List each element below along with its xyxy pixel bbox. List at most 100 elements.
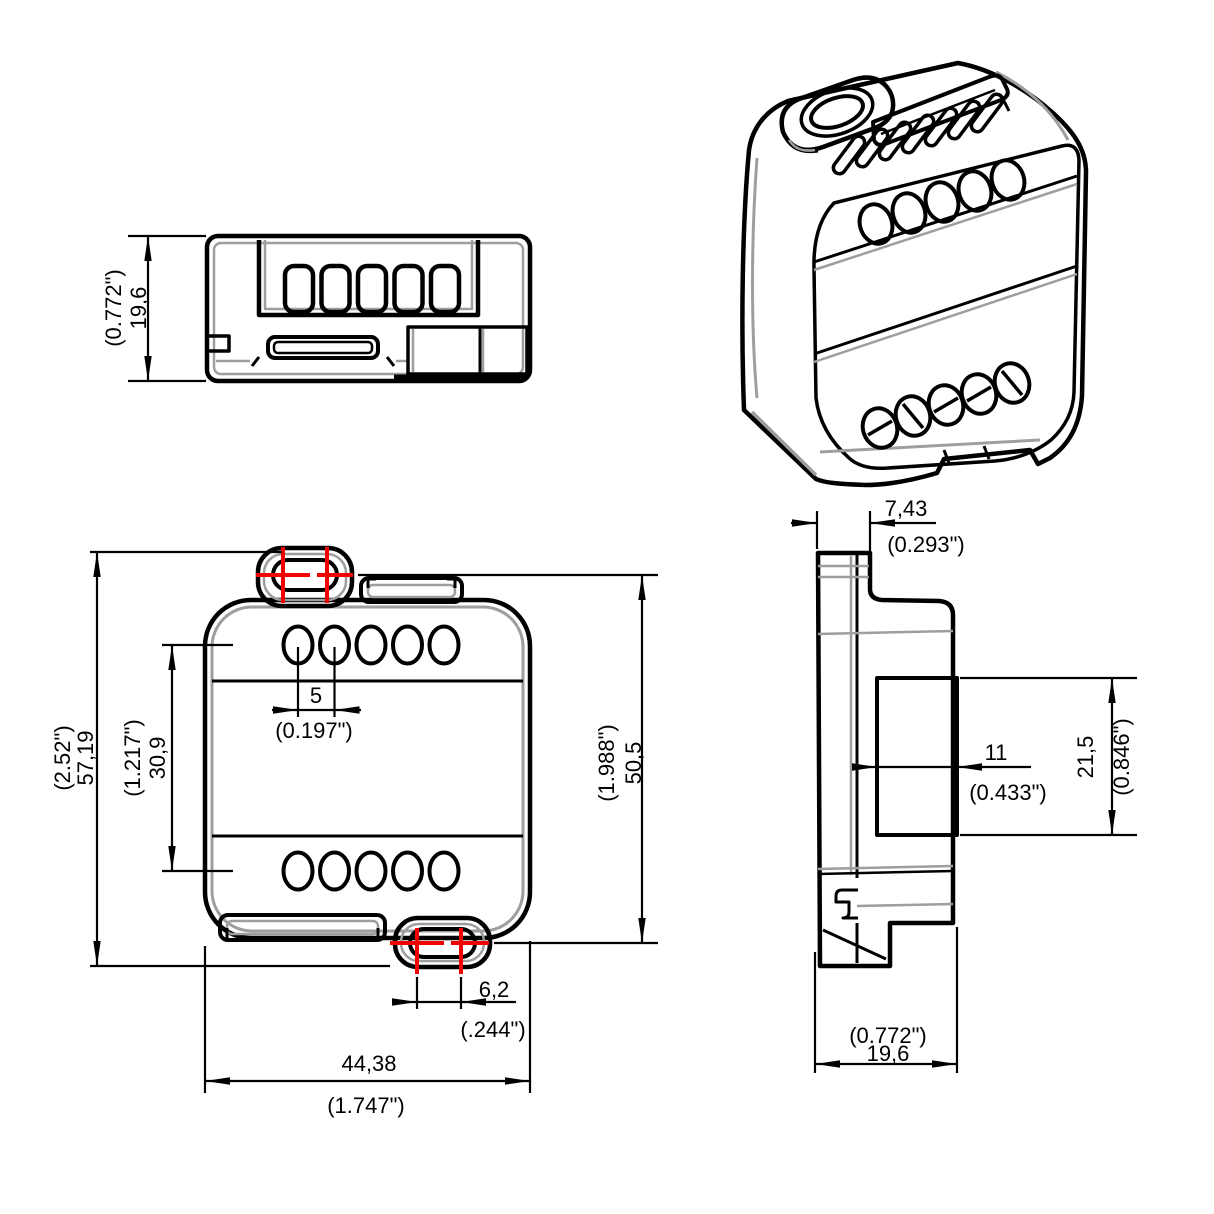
dim-side-tab-depth: 7,43 (0.293")	[791, 496, 965, 594]
terminal-slot	[392, 263, 425, 315]
terminal-slot	[355, 263, 389, 315]
terminal-slot	[428, 263, 462, 315]
wire-hole	[427, 624, 461, 666]
screw-slot	[933, 396, 959, 414]
clip-slot-hole	[809, 94, 865, 130]
side-shadow-line	[856, 902, 954, 908]
wire-hole	[923, 180, 961, 224]
dim-front-overall-height: (2.52") 57,19	[50, 550, 390, 968]
dim-front-overall-width: 44,38 (1.747")	[203, 941, 532, 1118]
vent-slot	[854, 127, 890, 169]
rail-outline	[871, 73, 1010, 147]
dim-side-recess-height-inch: (0.846")	[1109, 718, 1134, 796]
dim-side-tab-depth-inch: (0.293")	[887, 532, 965, 557]
iso-bottom-left-shadow	[750, 410, 818, 477]
screw-slot	[1000, 369, 1024, 397]
recess-tick	[385, 356, 396, 367]
terminal-panel	[256, 240, 481, 318]
bottom-mounting-tab	[390, 915, 493, 974]
dim-top-height-inch: (0.772")	[101, 269, 126, 347]
clip-boss	[799, 86, 875, 138]
iso-mounting-clip	[779, 75, 896, 154]
wire-hole	[354, 624, 388, 666]
side-recess-block	[875, 676, 959, 837]
dim-side-recess-depth-inch: (0.433")	[969, 780, 1047, 805]
dim-front-overall-height-inch: (2.52")	[50, 725, 75, 790]
dim-side-overall-depth-inch: (0.772")	[849, 1023, 927, 1048]
front-wire-holes-bottom	[281, 850, 461, 892]
terminal-panel-shadow	[263, 240, 474, 311]
dim-front-row-spacing-inch: (1.217")	[120, 719, 145, 797]
dim-front-body-height-inch: (1.988")	[594, 724, 619, 802]
top-mounting-tab	[255, 545, 355, 609]
terminal-slot	[282, 263, 316, 315]
tab-outline	[218, 913, 387, 942]
label-recess	[266, 335, 380, 360]
dim-side-recess-depth-mm: 11	[985, 740, 1008, 765]
wire-hole	[427, 850, 461, 892]
front-body-shadow	[210, 605, 525, 933]
dim-side-overall-depth-mm: 19,6	[867, 1041, 910, 1066]
tab-shadow	[225, 919, 380, 936]
dim-side-recess-depth: 11 (0.433")	[852, 740, 1047, 805]
top-view-inner-shadow	[212, 241, 525, 376]
dim-front-body-height: (1.988") 50,5	[358, 573, 658, 945]
dim-side-overall-depth: (0.772") 19,6	[813, 927, 959, 1073]
iso-band-shadow	[813, 182, 1078, 272]
side-view: 7,43 (0.293") 11 (0.433") 21,5 (0.846") …	[791, 496, 1137, 1073]
side-foot-spring	[822, 928, 887, 961]
dim-front-slot-pitch: 6,2 (.244")	[392, 977, 526, 1042]
iso-bottom-shadow	[819, 438, 1041, 454]
side-shadow-line	[817, 629, 954, 636]
front-wire-holes-top	[281, 624, 461, 666]
dim-front-hole-pitch-inch: (0.197")	[275, 718, 353, 743]
dim-front-overall-width-inch: (1.747")	[327, 1093, 405, 1118]
screw-slot	[867, 419, 893, 437]
dim-front-hole-pitch-mm: 5	[310, 683, 322, 708]
iso-band-line	[813, 174, 1078, 264]
dim-front-row-spacing: (1.217") 30,9	[120, 643, 233, 873]
iso-top-right-shadow	[995, 70, 1070, 141]
dim-front-overall-height-mm: 57,19	[73, 730, 98, 785]
dim-front-row-spacing-mm: 30,9	[145, 737, 170, 780]
dim-front-slot-pitch-inch: (.244")	[460, 1017, 525, 1042]
iso-screw-terminals	[860, 361, 1032, 450]
tab-hook	[447, 577, 457, 588]
wire-hole	[857, 202, 895, 246]
iso-wire-holes	[857, 158, 1027, 246]
dim-side-recess-height-mm: 21,5	[1073, 736, 1098, 779]
screw-terminal	[992, 361, 1032, 405]
dim-side-tab-depth-mm: 7,43	[885, 496, 928, 521]
recess-tick	[250, 356, 261, 367]
vent-slot	[969, 92, 1005, 134]
dim-front-slot-pitch-mm: 6,2	[479, 977, 510, 1002]
dim-side-recess-height: 21,5 (0.846")	[960, 676, 1137, 837]
wire-hole	[890, 191, 928, 235]
rail-end-tick	[1001, 98, 1011, 112]
tab-outline	[359, 576, 464, 604]
bottom-left-tab	[218, 913, 387, 942]
isometric-view	[740, 60, 1089, 488]
wire-hole	[354, 850, 388, 892]
wire-hole	[956, 169, 994, 213]
tab-hook	[366, 577, 376, 588]
wire-hole	[281, 850, 315, 892]
tab-hook	[370, 928, 380, 942]
top-right-tab	[359, 576, 464, 604]
iso-left-shadow	[751, 157, 759, 399]
wire-hole	[318, 850, 351, 892]
dim-top-height: (0.772") 19,6	[101, 234, 206, 383]
iso-foot-tick	[942, 449, 951, 464]
iso-foot-tick	[982, 445, 991, 460]
label-recess-inner	[272, 340, 374, 355]
tab-shadow	[366, 583, 457, 599]
iso-top-rail	[871, 73, 1011, 147]
terminal-slots	[282, 263, 462, 315]
iso-front-face	[812, 143, 1081, 471]
top-view-outline	[204, 233, 533, 384]
side-latch-detail	[834, 888, 858, 920]
vent-slot	[831, 134, 867, 176]
screw-slot	[966, 385, 992, 403]
side-band-line	[817, 869, 954, 876]
